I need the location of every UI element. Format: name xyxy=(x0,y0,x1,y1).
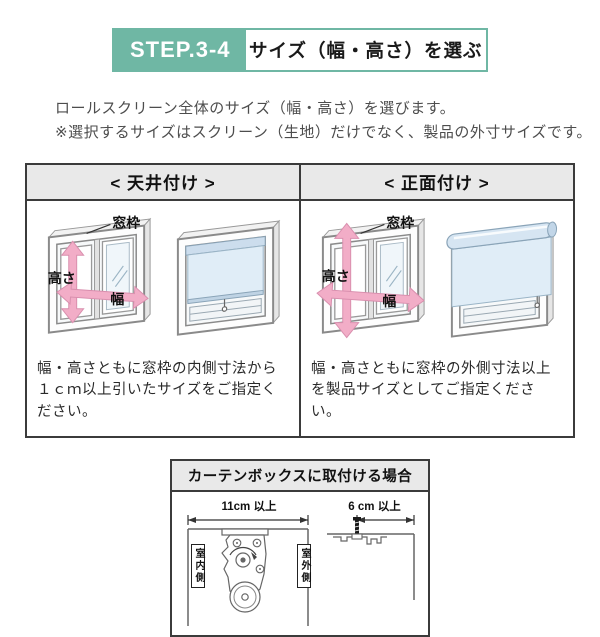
panel-front-mount-body: 高さ 幅 窓枠 xyxy=(301,200,573,436)
pull-cord xyxy=(221,305,228,312)
height-arrow xyxy=(60,240,85,324)
dimension-label-11cm: 11cm 以上 xyxy=(221,500,277,513)
width-arrow xyxy=(316,280,425,313)
panel-ceiling-mount: < 天井付け > xyxy=(27,164,299,436)
screw-section-illustration xyxy=(327,514,415,600)
screw xyxy=(355,518,359,535)
width-arrow xyxy=(56,280,149,309)
curtain-box-body: 11cm 以上 xyxy=(172,492,428,635)
window-screen-front-illustration xyxy=(446,221,558,338)
curtain-box-side-view: 11cm 以上 xyxy=(178,498,320,631)
curtain-box-section: カーテンボックスに取付ける場合 11cm 以上 xyxy=(170,458,430,637)
ceiling-mount-diagrams: 高さ 幅 窓枠 xyxy=(37,207,289,357)
window-frame xyxy=(446,221,558,338)
intro-text: ロールスクリーン全体のサイズ（幅・高さ）を選びます。 ※選択するサイズはスクリー… xyxy=(55,97,600,146)
intro-line-2: ※選択するサイズはスクリーン（生地）だけでなく、製品の外寸サイズです。 xyxy=(55,124,592,142)
width-label: 幅 xyxy=(110,290,124,306)
window-measure-outside-illustration: 高さ 幅 窓枠 xyxy=(316,214,426,338)
panel-front-mount-title: < 正面付け > xyxy=(301,164,573,201)
dimension-label-6cm: 6 cm 以上 xyxy=(348,500,401,513)
window-measure-inside-illustration: 高さ 幅 窓枠 xyxy=(47,214,152,334)
intro-line-1: ロールスクリーン全体のサイズ（幅・高さ）を選びます。 xyxy=(55,100,456,117)
pull-cord xyxy=(534,302,540,308)
window-frame-label: 窓枠 xyxy=(386,214,414,230)
width-label: 幅 xyxy=(382,292,396,308)
indoor-side-label: 室内側 xyxy=(191,543,205,588)
window-frame xyxy=(176,219,281,336)
front-mount-diagrams: 高さ 幅 窓枠 xyxy=(311,207,563,357)
height-label: 高さ xyxy=(322,268,350,284)
window-frame-label: 窓枠 xyxy=(112,214,140,230)
step-title: サイズ（幅・高さ）を選ぶ xyxy=(249,40,483,61)
panel-front-mount: < 正面付け > xyxy=(299,164,573,436)
curtain-box-title: カーテンボックスに取付ける場合 xyxy=(172,460,428,492)
bracket-section-illustration xyxy=(187,514,309,626)
panel-ceiling-mount-body: 高さ 幅 窓枠 xyxy=(27,200,299,436)
step-number-badge: STEP.3-4 xyxy=(114,30,246,70)
window-screen-inside-illustration xyxy=(176,219,281,336)
height-label: 高さ xyxy=(48,270,76,286)
height-arrow xyxy=(333,222,360,338)
mounting-comparison-table: < 天井付け > xyxy=(25,162,575,438)
front-mount-description: 幅・高さともに窓枠の外側寸法以上を製品サイズとしてご指定ください。 xyxy=(311,360,551,421)
ceiling-screw-art xyxy=(327,514,422,631)
ceiling-mount-description: 幅・高さともに窓枠の内側寸法から１ｃｍ以上引いたサイズをご指定ください。 xyxy=(37,360,277,421)
panel-ceiling-mount-title: < 天井付け > xyxy=(27,164,299,201)
ceiling-screw-view: 6 cm 以上 xyxy=(327,498,422,631)
curtain-box-side-art: 室内側 室外側 xyxy=(178,514,320,631)
outdoor-side-label: 室外側 xyxy=(297,543,311,588)
step-header: STEP.3-4 サイズ（幅・高さ）を選ぶ xyxy=(112,28,488,72)
roller-tube-cap xyxy=(547,221,558,238)
bottom-rail xyxy=(187,289,264,304)
